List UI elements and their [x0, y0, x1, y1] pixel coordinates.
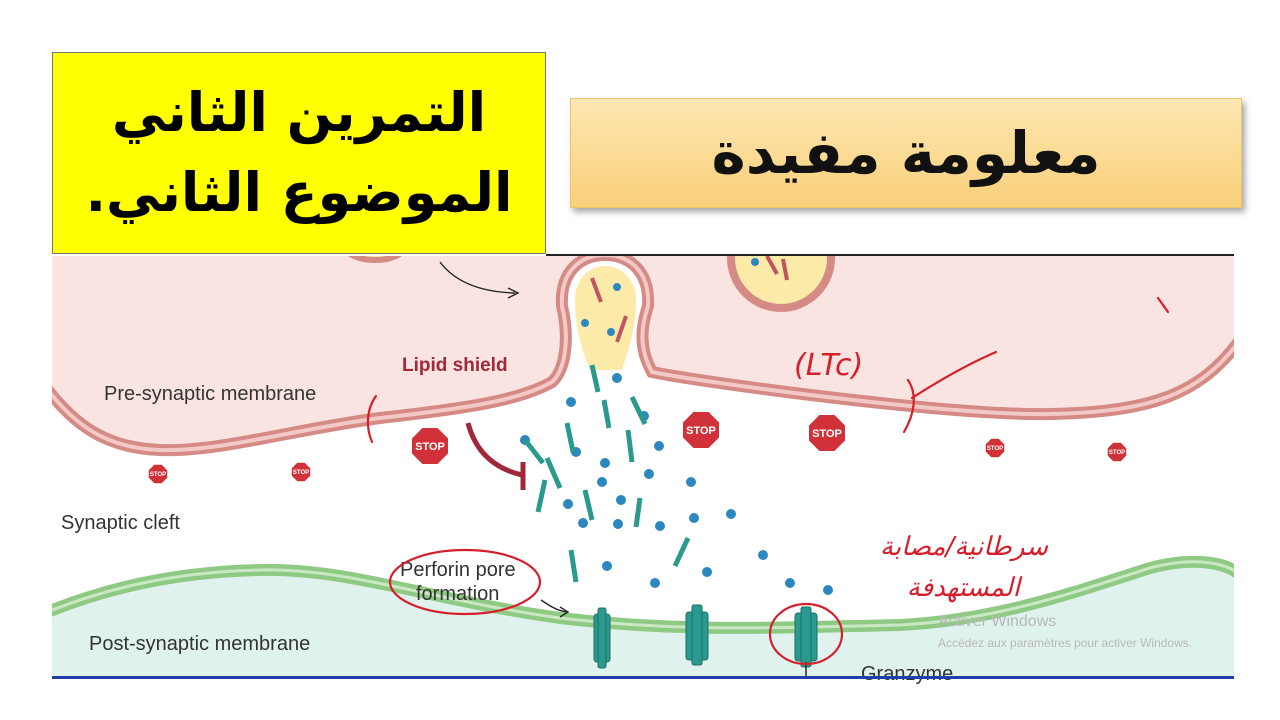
annotation-circle-perforin	[388, 548, 542, 616]
presynaptic-cytoplasm	[52, 256, 1234, 451]
handwritten-annotations: (LTc) سرطانية/مصابة المستهدفة	[366, 296, 1170, 666]
svg-text:STOP: STOP	[415, 441, 445, 453]
useful-info-text: معلومة مفيدة	[711, 119, 1101, 187]
vesicle-contents	[590, 256, 789, 343]
exercise-title-line1: التمرين الثاني	[111, 81, 487, 144]
stop-sign: STOP	[681, 410, 721, 450]
label-granzyme: Granzyme	[861, 663, 953, 685]
exercise-title-box: التمرين الثاني الموضوع الثاني.	[52, 52, 546, 254]
watermark-line1: Activer Windows	[938, 613, 1056, 630]
label-synaptic-cleft: Synaptic cleft	[61, 512, 180, 534]
svg-text:STOP: STOP	[812, 428, 842, 440]
label-postsynaptic-membrane: Post-synaptic membrane	[89, 633, 310, 655]
svg-text:STOP: STOP	[293, 470, 309, 476]
perforin-pore	[593, 607, 611, 669]
diagram-bottom-border	[52, 676, 1234, 679]
svg-text:STOP: STOP	[1109, 450, 1125, 456]
fusing-vesicle	[575, 266, 636, 370]
vesicle	[727, 256, 835, 312]
label-perforin-line2: formation	[416, 583, 499, 605]
annotation-circle-pore	[768, 602, 844, 666]
label-perforin-line1: Perforin pore	[400, 559, 516, 581]
stop-sign: STOP	[1106, 441, 1128, 463]
diagram-top-border	[546, 254, 1234, 256]
perforin-monomers	[523, 364, 691, 583]
annotation-ltc: (LTc)	[794, 348, 863, 383]
svg-text:STOP: STOP	[686, 425, 716, 437]
label-lipid-shield: Lipid shield	[402, 355, 508, 376]
annotation-arabic-line1: سرطانية/مصابة	[880, 532, 1049, 562]
perforin-pore	[794, 606, 818, 668]
stop-sign: STOP	[147, 463, 169, 485]
watermark-line2: Accédez aux paramètres pour activer Wind…	[938, 636, 1192, 650]
svg-text:STOP: STOP	[987, 446, 1003, 452]
inhibition-arrow	[465, 422, 523, 478]
useful-info-banner: معلومة مفيدة	[570, 98, 1242, 208]
annotation-arabic-line2: المستهدفة	[907, 573, 1023, 603]
svg-text:STOP: STOP	[150, 472, 166, 478]
granzyme-granules	[520, 258, 833, 595]
stop-sign: STOP	[290, 461, 312, 483]
stop-sign: STOP	[984, 437, 1006, 459]
perforin-pore	[685, 604, 709, 666]
stop-sign: STOP	[410, 426, 450, 466]
exercise-title-line2: الموضوع الثاني.	[85, 161, 513, 224]
stop-sign: STOP	[807, 413, 847, 453]
postsynaptic-cytoplasm	[52, 561, 1234, 676]
label-presynaptic-membrane: Pre-synaptic membrane	[104, 383, 316, 405]
